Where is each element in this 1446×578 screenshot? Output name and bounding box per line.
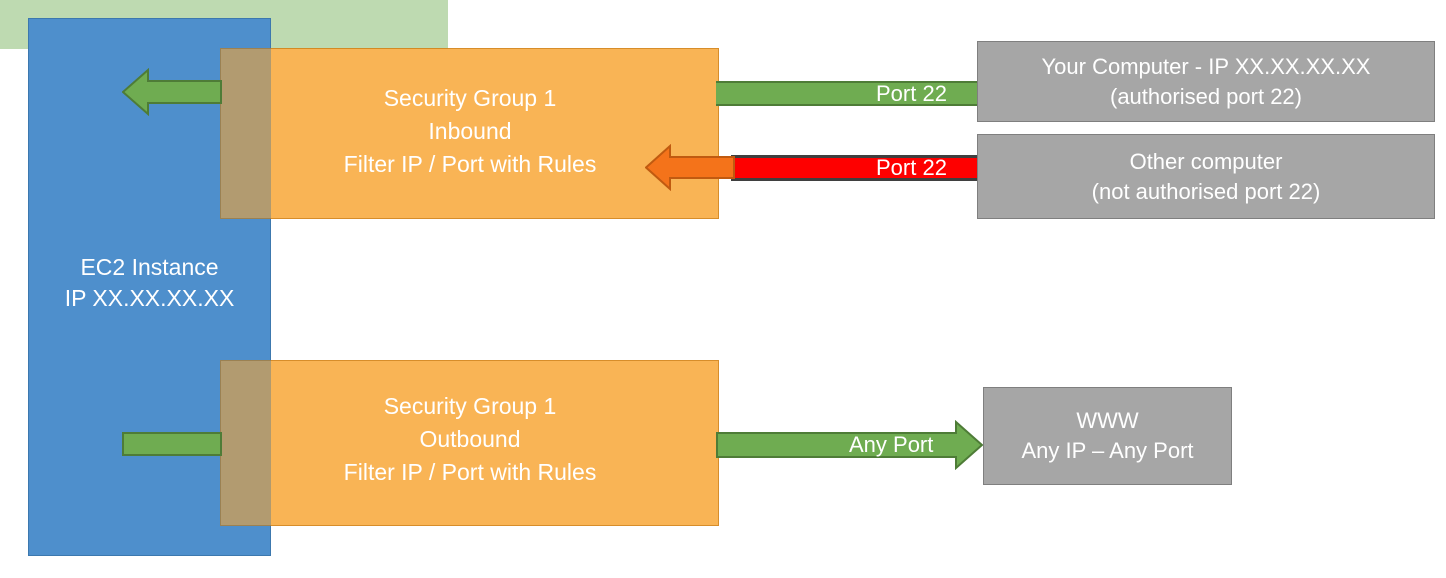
blocked-inbound-shaft [731,155,978,181]
your-computer-auth: (authorised port 22) [1110,83,1302,109]
security-group-inbound-box [220,48,719,219]
allowed-inbound-arrow-icon [122,68,222,116]
allowed-outbound-arrow-icon [716,420,984,470]
www-name: WWW [1076,408,1139,433]
ec2-instance-label: EC2 Instance IP XX.XX.XX.XX [28,252,271,314]
www-detail: Any IP – Any Port [1021,438,1194,463]
other-computer-name: Other computer [1129,148,1283,174]
security-group-outbound-box [220,360,719,526]
external-node-www: WWW Any IP – Any Port [983,387,1232,485]
your-computer-name: Your Computer - IP XX.XX.XX.XX [1041,53,1371,79]
allowed-outbound-stub [122,432,222,456]
allowed-inbound-shaft [716,81,978,106]
ec2-instance-name: EC2 Instance [80,254,219,280]
external-node-your-computer: Your Computer - IP XX.XX.XX.XX (authoris… [977,41,1435,122]
external-node-other-computer: Other computer (not authorised port 22) [977,134,1435,219]
ec2-instance-ip: IP XX.XX.XX.XX [64,285,235,311]
blocked-inbound-arrow-icon [645,144,735,191]
other-computer-auth: (not authorised port 22) [1091,178,1321,204]
